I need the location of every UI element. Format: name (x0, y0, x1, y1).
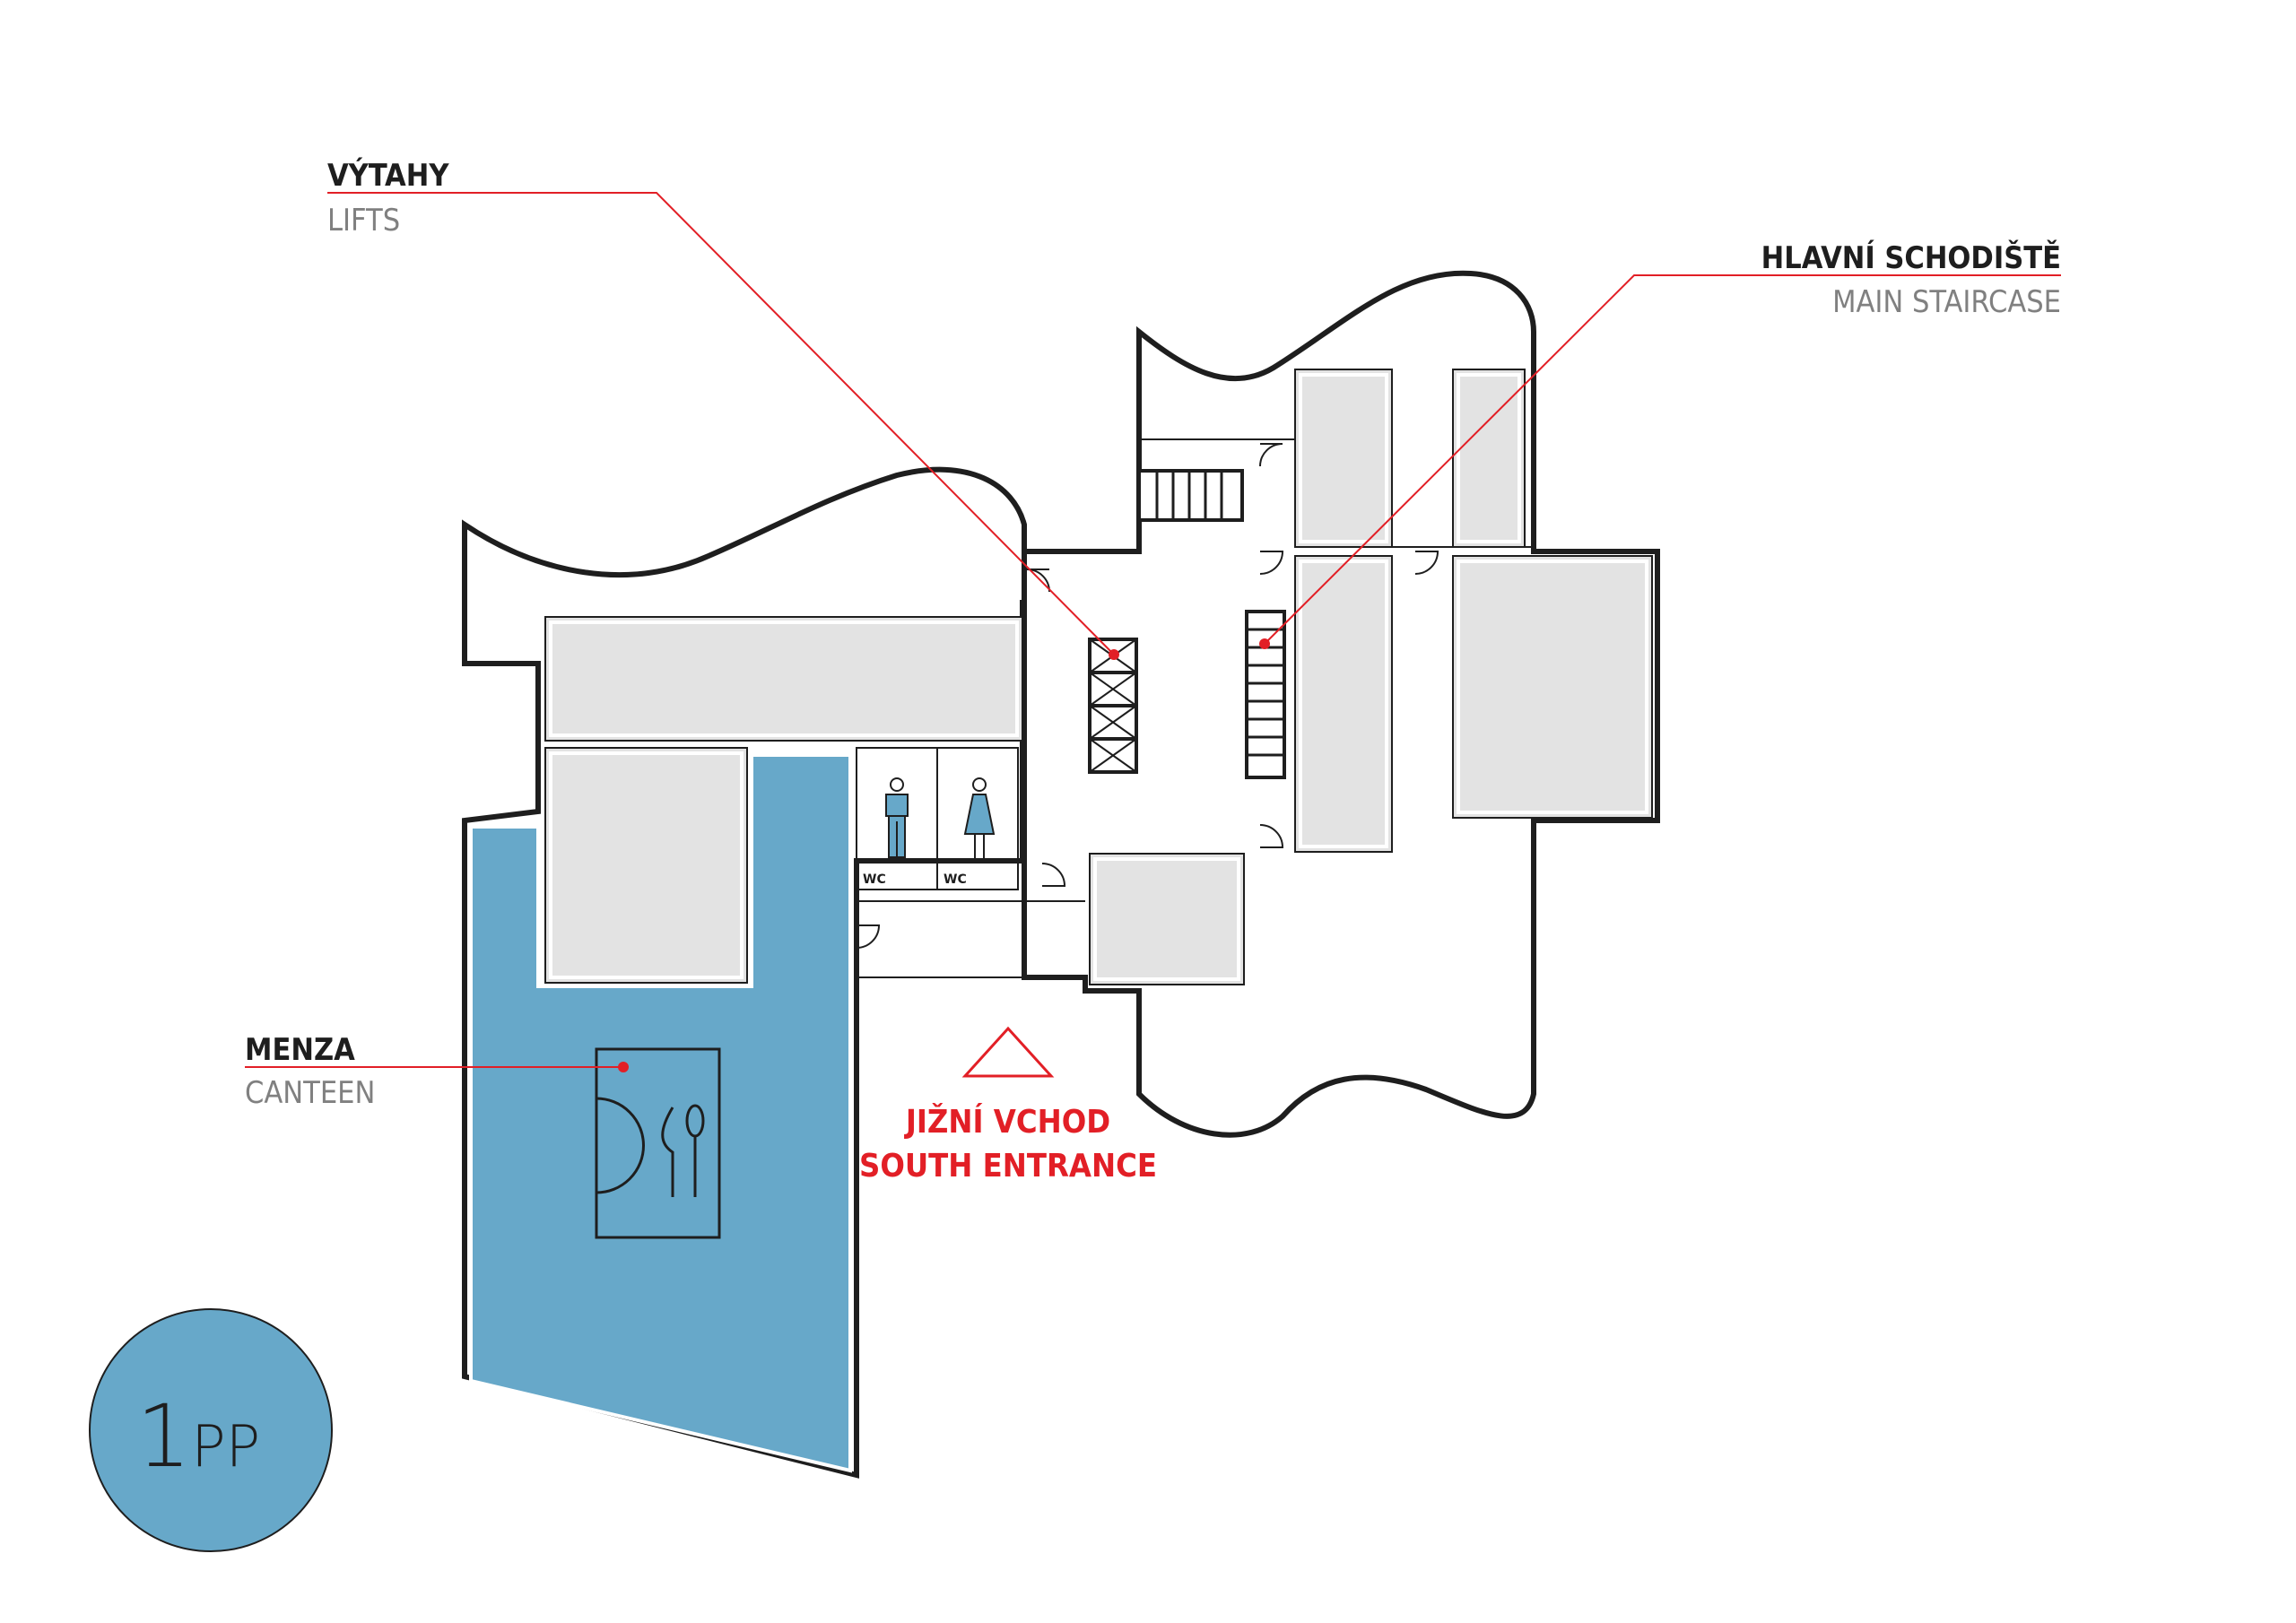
callout-dots (618, 638, 1270, 1072)
canteen-area (469, 753, 852, 1473)
entrance-label-cz: JIŽNÍ VCHOD (904, 1103, 1110, 1141)
floor-number-digit: 1 (136, 1386, 191, 1487)
lifts-leader (327, 192, 1115, 655)
entrance-triangle-icon (961, 1026, 1055, 1078)
floor-number-suffix: PP (191, 1414, 260, 1480)
entrance-label-en: SOUTH ENTRANCE (859, 1148, 1157, 1185)
stairs-label-en: MAIN STAIRCASE (1832, 284, 2061, 320)
callout-lines (245, 192, 2061, 1068)
stairs-label-cz: HLAVNÍ SCHODIŠTĚ (1761, 239, 2061, 276)
room-east (1452, 555, 1653, 819)
wc-women-label: WC (944, 872, 967, 887)
room-tall-1-lower (1294, 555, 1393, 853)
room-south-centre (1089, 853, 1245, 985)
male-toilet-icon (885, 777, 909, 858)
canteen-label-en: CANTEEN (245, 1075, 375, 1111)
stairs-leader (1264, 274, 2061, 645)
wc-men-label: WC (863, 872, 886, 887)
partitions (856, 438, 1534, 978)
lift-icon (1088, 638, 1138, 774)
staircase-icon (1245, 610, 1286, 779)
lifts-label-en: LIFTS (327, 203, 400, 239)
room-tall-1-upper (1294, 369, 1393, 548)
canteen-label-cz: MENZA (245, 1032, 355, 1068)
female-toilet-icon (963, 777, 996, 859)
floor-badge: 1PP (89, 1308, 333, 1552)
canteen-fill (469, 753, 852, 1473)
restaurant-icon (595, 1047, 721, 1239)
floor-number: 1PP (136, 1386, 260, 1487)
room-tall-2-upper (1452, 369, 1526, 548)
room-inner-lines (549, 373, 1648, 981)
rooms (544, 369, 1653, 985)
lifts-label-cz: VÝTAHY (327, 157, 449, 194)
upper-staircase-icon (1137, 469, 1244, 522)
room-west (544, 747, 748, 984)
room-long-north (544, 616, 1023, 742)
